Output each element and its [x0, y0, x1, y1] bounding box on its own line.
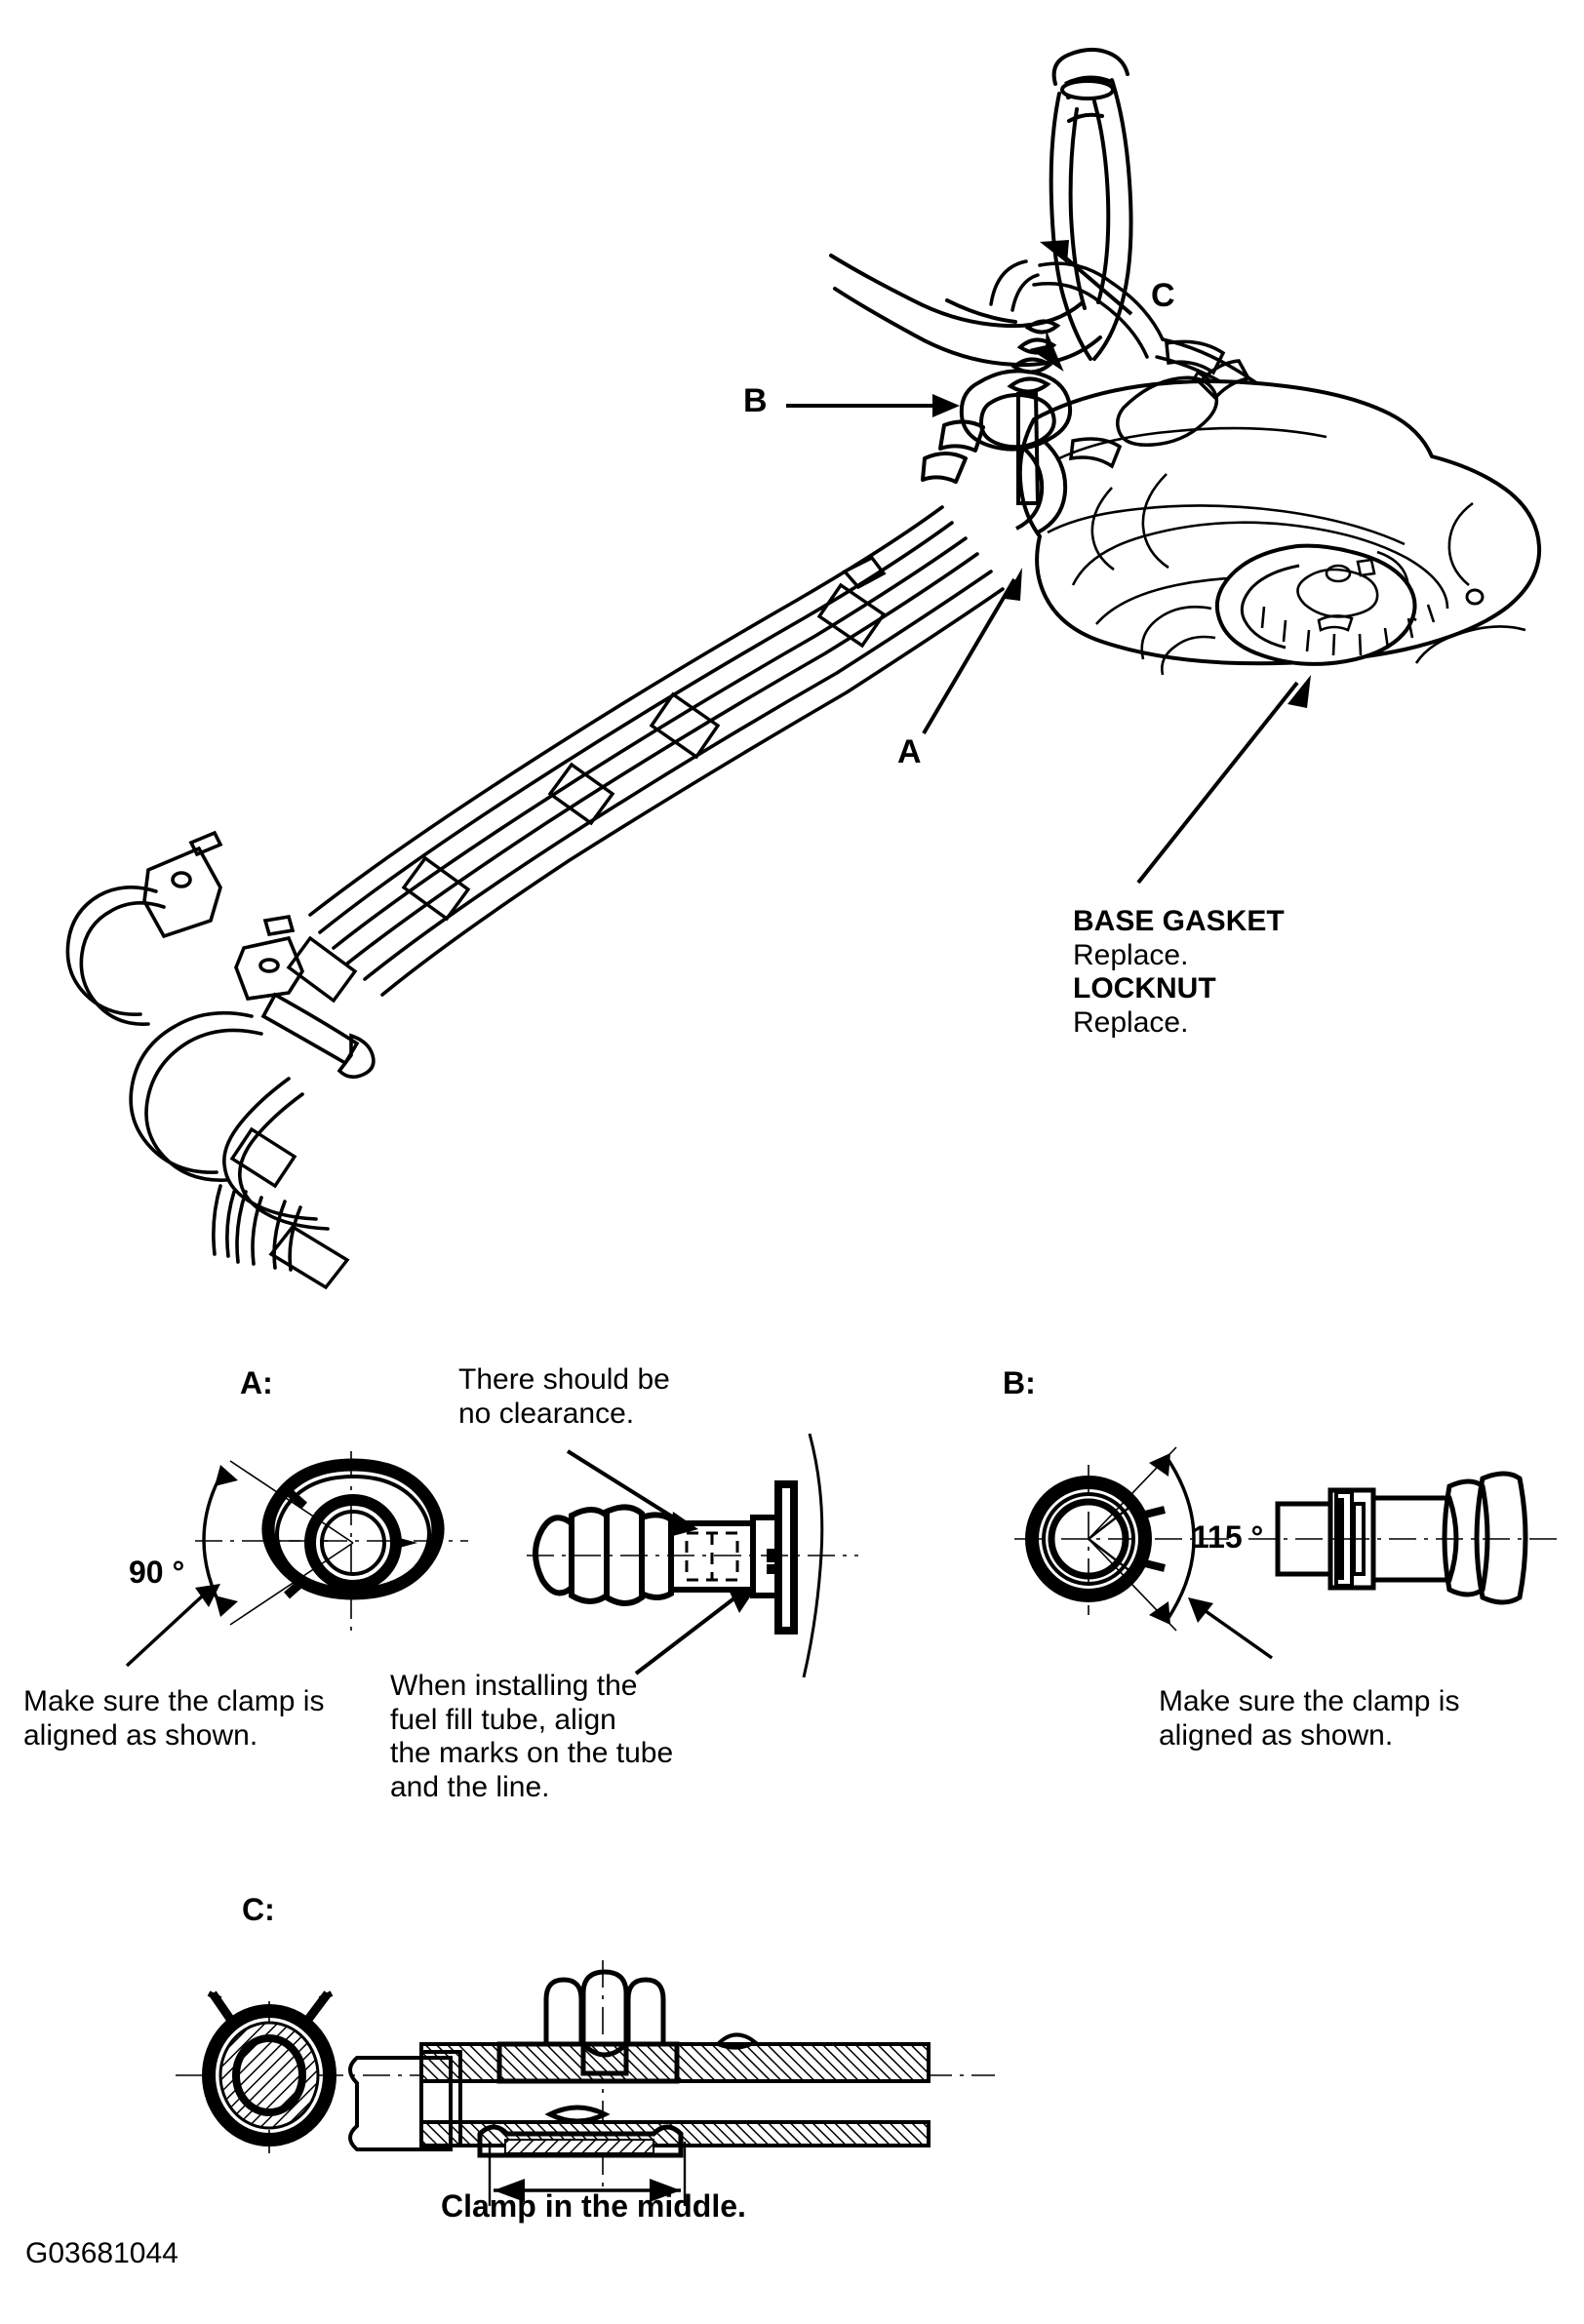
detail-b-clamp-diagram — [995, 1414, 1561, 1677]
c-dimension — [488, 2142, 687, 2206]
detail-c-caption: Clamp in the middle. — [441, 2188, 746, 2224]
callout-b-arrow-2 — [1029, 330, 1064, 372]
b-hose-side-view — [1275, 1471, 1528, 1605]
detail-a-clearance-note: There should be no clearance. — [458, 1363, 670, 1430]
callout-label-a: A — [897, 733, 922, 770]
fuel-line-clip-bottom — [268, 1224, 350, 1290]
detail-b-angle: 115 ° — [1192, 1519, 1264, 1555]
detail-c-clamp-diagram — [176, 1950, 995, 2233]
callout-a-leader — [922, 568, 1022, 735]
detail-b-label: B: — [1003, 1365, 1036, 1400]
tank-mounting-brackets — [1069, 339, 1251, 469]
fuel-line-clips — [286, 555, 887, 1004]
quick-connect-fitting — [260, 992, 376, 1080]
a-clamp-ring — [261, 1458, 445, 1600]
fuel-pump-module — [1214, 543, 1436, 666]
callout-label-c: C — [1151, 277, 1175, 314]
b-clamp-ring — [1025, 1476, 1166, 1602]
filler-neck-clamp — [1060, 75, 1115, 100]
detail-b-clamp-note: Make sure the clamp is aligned as shown. — [1159, 1685, 1460, 1752]
fuel-line-clip-lower — [229, 1126, 297, 1189]
detail-a-fill-tube-diagram — [527, 1434, 858, 1677]
base-gasket-action: Replace. — [1073, 938, 1189, 971]
detail-a-label: A: — [240, 1365, 273, 1400]
fuel-line-bracket-upper — [142, 830, 223, 939]
base-gasket-leader — [1136, 675, 1311, 885]
c-clamp-saddle — [496, 1969, 680, 2124]
alignment-marks — [767, 1549, 776, 1574]
c-spring-clamp-ring — [202, 1990, 337, 2147]
locknut-name: LOCKNUT — [1073, 972, 1216, 1004]
fill-tube-hidden-edges — [685, 1531, 739, 1582]
callout-label-b: B — [743, 382, 768, 419]
fuel-line-front-end — [65, 886, 330, 1272]
a-caption-arrow — [125, 1584, 220, 1668]
detail-a-angle: 90 ° — [129, 1555, 185, 1590]
tank-flange — [774, 1480, 798, 1635]
a-no-clearance-arrow — [566, 1449, 698, 1537]
base-gasket-name: BASE GASKET — [1073, 905, 1285, 937]
b-caption-arrow — [1188, 1597, 1273, 1660]
fuel-line-bracket-mid — [234, 914, 305, 1001]
fuel-tank-assembly-illustration — [65, 48, 1542, 1290]
corrugated-hose — [1007, 319, 1061, 394]
detail-a-clamp-note: Make sure the clamp is aligned as shown. — [23, 1685, 325, 1752]
a-align-mark-arrow — [634, 1588, 755, 1675]
detail-c-label: C: — [242, 1892, 275, 1927]
callout-c-leader — [1040, 240, 1133, 316]
c-hose-section — [348, 1969, 931, 2158]
a-angle-arc — [202, 1460, 354, 1626]
fuel-line-fitting-cluster — [921, 319, 1072, 534]
fill-tube-bellows — [533, 1504, 674, 1606]
locknut-action: Replace. — [1073, 1005, 1189, 1039]
detail-a-install-note: When installing the fuel fill tube, alig… — [390, 1670, 674, 1803]
c-pipe-nipple — [348, 2050, 462, 2151]
b-angle-arc — [1088, 1446, 1196, 1632]
base-gasket-note: BASE GASKET Replace. LOCKNUT Replace. — [1073, 905, 1285, 1040]
callout-b-leader — [786, 394, 960, 417]
figure-id-code: G03681044 — [25, 2237, 178, 2269]
detail-a-clamp-diagram — [39, 1404, 468, 1677]
b-centerlines — [1014, 1465, 1561, 1615]
